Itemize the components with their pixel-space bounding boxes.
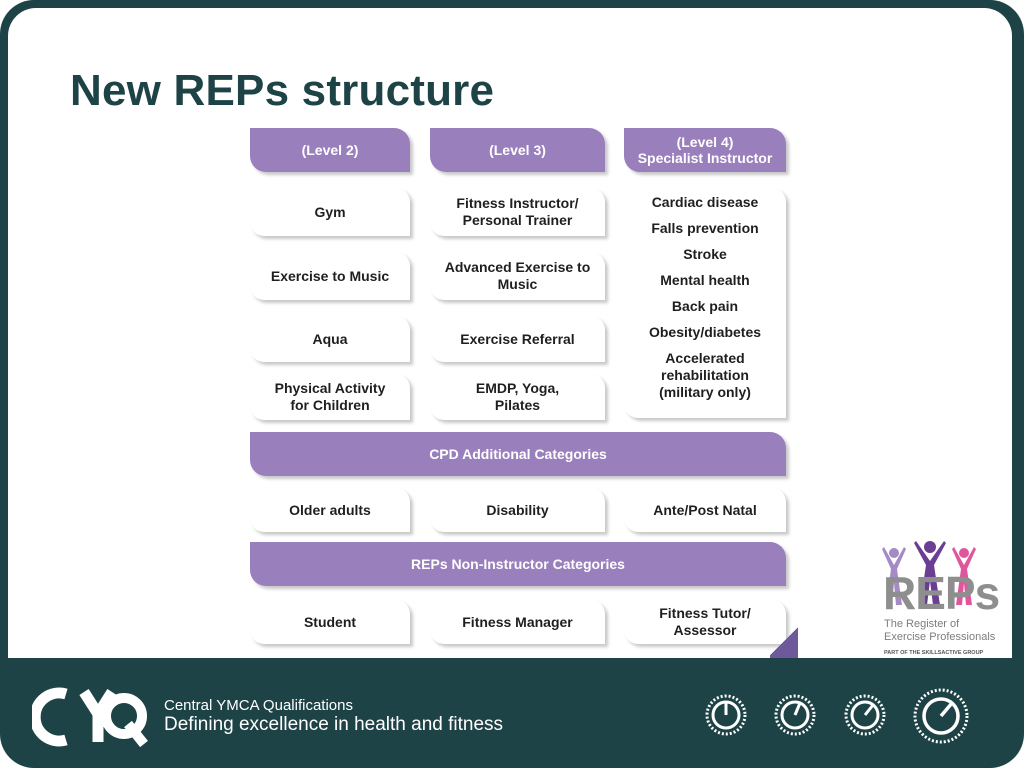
non-instructor-header: REPs Non-Instructor Categories — [250, 542, 786, 586]
reps-logo-word: REPs — [883, 567, 1000, 619]
cyq-logo-icon — [32, 687, 148, 748]
level2-cell-label: Physical Activity for Children — [274, 380, 386, 413]
level4-item: Obesity/diabetes — [648, 324, 762, 340]
level4-item: Accelerated rehabilitation (military onl… — [659, 350, 751, 400]
level2-cell-label: Exercise to Music — [270, 267, 390, 284]
header-level-2-label: (Level 2) — [301, 142, 359, 158]
non-instructor-header-label: REPs Non-Instructor Categories — [411, 556, 625, 572]
level2-cell: Exercise to Music — [250, 252, 410, 300]
non-instructor-cell: Fitness Tutor/ Assessor — [624, 600, 786, 644]
level3-cell: Advanced Exercise to Music — [430, 252, 605, 300]
level2-cell-label: Aqua — [312, 330, 348, 347]
header-level-3: (Level 3) — [430, 128, 605, 172]
level4-item: Cardiac disease — [651, 194, 759, 210]
level3-cell-label: Exercise Referral — [460, 330, 575, 347]
level4-item: Back pain — [671, 298, 739, 314]
cpd-header-label: CPD Additional Categories — [429, 446, 607, 462]
header-level-2: (Level 2) — [250, 128, 410, 172]
non-instructor-cell-label: Fitness Tutor/ Assessor — [659, 605, 751, 638]
reps-figures-icon — [882, 541, 976, 605]
header-level-3-label: (Level 3) — [489, 142, 546, 158]
non-instructor-cell: Student — [250, 600, 410, 644]
cpd-cell: Ante/Post Natal — [624, 488, 786, 532]
level3-cell: Fitness Instructor/ Personal Trainer — [430, 188, 605, 236]
non-instructor-cell: Fitness Manager — [430, 600, 605, 644]
reps-logo-subtitle: The Register of Exercise Professionals — [884, 618, 996, 643]
non-instructor-cell-label: Fitness Manager — [462, 613, 573, 630]
level4-list: Cardiac disease Falls prevention Stroke … — [624, 188, 786, 418]
footer-tagline: Defining excellence in health and fitnes… — [164, 714, 504, 735]
level3-cell: Exercise Referral — [430, 316, 605, 362]
dial-icon — [774, 694, 816, 736]
dial-icon — [913, 688, 969, 744]
corner-accent — [770, 624, 798, 658]
level4-item: Stroke — [683, 246, 727, 262]
level2-cell: Aqua — [250, 316, 410, 362]
cpd-cell-label: Older adults — [289, 501, 371, 518]
level3-cell-label: Advanced Exercise to Music — [444, 259, 591, 292]
level4-item: Mental health — [660, 272, 750, 288]
reps-logo-group: PART OF THE SKILLSACTIVE GROUP — [884, 650, 984, 656]
cpd-cell: Older adults — [250, 488, 410, 532]
cpd-cell: Disability — [430, 488, 605, 532]
level3-cell-label: EMDP, Yoga, Pilates — [475, 380, 560, 413]
footer-org-name: Central YMCA Qualifications — [164, 697, 353, 714]
dial-icon — [844, 694, 886, 736]
cpd-header: CPD Additional Categories — [250, 432, 786, 476]
slide-title: New REPs structure — [70, 66, 495, 115]
level2-cell-label: Gym — [314, 203, 346, 220]
non-instructor-cell-label: Student — [303, 613, 357, 630]
level2-cell: Gym — [250, 188, 410, 236]
header-level-4: (Level 4) Specialist Instructor — [624, 128, 786, 172]
header-level-4-label: (Level 4) Specialist Instructor — [637, 134, 773, 166]
level2-cell: Physical Activity for Children — [250, 374, 410, 420]
cpd-cell-label: Ante/Post Natal — [653, 501, 757, 518]
level4-item: Falls prevention — [651, 220, 759, 236]
dial-icon — [705, 694, 747, 736]
level3-cell-label: Fitness Instructor/ Personal Trainer — [456, 195, 579, 228]
level3-cell: EMDP, Yoga, Pilates — [430, 374, 605, 420]
cpd-cell-label: Disability — [486, 501, 549, 518]
